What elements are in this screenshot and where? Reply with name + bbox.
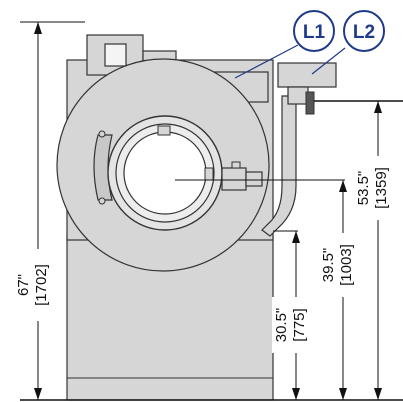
overall-arrow-bottom xyxy=(34,388,42,400)
door-bracket-right xyxy=(204,167,214,181)
center-height-mm: [1003] xyxy=(338,244,355,286)
l2-height-inches: 53.5" xyxy=(355,171,372,206)
base-arrow-top xyxy=(292,231,300,243)
door-handle xyxy=(93,134,113,201)
drain-pipe xyxy=(261,95,297,237)
center-label-bg xyxy=(319,233,359,297)
l2-callout-label: L2 xyxy=(353,22,375,43)
center-height-inches: 39.5" xyxy=(320,248,337,283)
base-label-bg xyxy=(272,297,312,353)
overall-arrow-top xyxy=(34,22,42,34)
l2-callout-circle xyxy=(343,10,385,52)
valve-body xyxy=(287,86,309,105)
door-glass xyxy=(123,131,207,215)
overall-height-mm: [1702] xyxy=(33,264,50,306)
overall-label-bg xyxy=(14,249,56,321)
l1-callout-circle xyxy=(293,10,335,52)
hinge-bottom xyxy=(98,197,106,205)
l2-label-bg xyxy=(354,156,394,220)
water-inlet-l2 xyxy=(277,62,337,88)
l2-arrow-top xyxy=(374,101,382,113)
door-bracket-top xyxy=(157,125,171,136)
l1-leader xyxy=(234,44,299,79)
latch-knob xyxy=(245,171,263,187)
center-arrow-bottom xyxy=(339,388,347,400)
door-latch xyxy=(221,167,247,191)
overall-height-inches: 67" xyxy=(15,274,32,296)
base-height-inches: 30.5" xyxy=(273,308,290,343)
l1-callout-label: L1 xyxy=(303,22,326,43)
latch-bolt xyxy=(231,161,241,169)
control-display xyxy=(104,43,127,67)
base-height-mm: [775] xyxy=(291,308,308,341)
l2-arrow-bottom xyxy=(374,388,382,400)
center-arrow-top xyxy=(339,180,347,192)
l2-height-mm: [1359] xyxy=(373,167,390,209)
base-arrow-bottom xyxy=(292,388,300,400)
hinge-top xyxy=(98,130,106,138)
valve-stub xyxy=(305,91,315,115)
l2-leader xyxy=(311,47,346,75)
